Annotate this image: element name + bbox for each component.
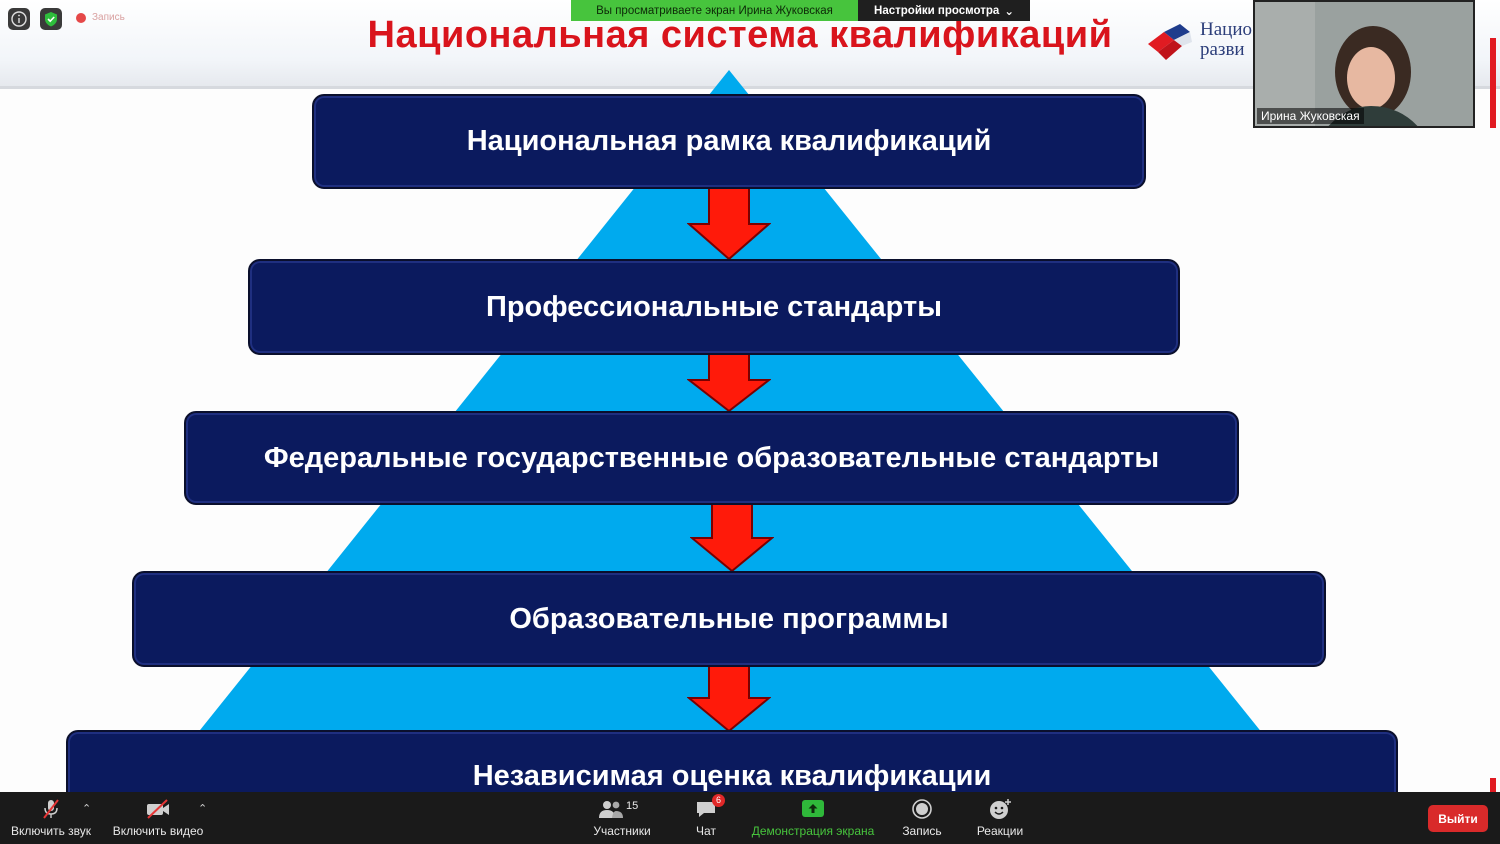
slide-title: Национальная система квалификаций xyxy=(367,14,1113,56)
share-screen-icon xyxy=(800,798,826,820)
share-screen-button[interactable]: Демонстрация экрана xyxy=(746,792,880,844)
slide-accent xyxy=(1490,38,1496,128)
arrow-down-icon xyxy=(687,188,771,260)
record-label: Запись xyxy=(902,824,942,838)
level-federal-standards: Федеральные государственные образователь… xyxy=(184,411,1239,505)
reactions-button[interactable]: Реакции xyxy=(970,792,1030,844)
slide-accent xyxy=(1490,778,1496,792)
share-banner-text: Вы просматриваете экран Ирина Жуковская xyxy=(571,0,858,21)
level-professional-standards: Профессиональные стандарты xyxy=(248,259,1180,355)
recording-indicator: Запись xyxy=(76,12,125,23)
level-educational-programs: Образовательные программы xyxy=(132,571,1326,667)
info-icon[interactable] xyxy=(8,8,30,30)
audio-options-caret-icon[interactable]: ⌃ xyxy=(82,803,92,815)
smiley-icon xyxy=(987,798,1013,820)
recording-label: Запись xyxy=(92,12,125,23)
participants-button[interactable]: 15 Участники xyxy=(584,792,660,844)
start-video-label: Включить видео xyxy=(112,824,204,838)
brand-name: Нацио разви xyxy=(1200,20,1260,60)
record-button[interactable]: Запись xyxy=(896,792,948,844)
chat-label: Чат xyxy=(696,824,716,838)
unmute-label: Включить звук xyxy=(10,824,92,838)
brand-logo-icon xyxy=(1148,24,1192,60)
chat-badge: 6 xyxy=(711,794,725,807)
participants-label: Участники xyxy=(593,824,651,838)
view-options-label: Настройки просмотра xyxy=(874,4,1000,17)
recording-dot-icon xyxy=(76,12,86,23)
reactions-label: Реакции xyxy=(976,824,1024,838)
microphone-muted-icon xyxy=(38,798,64,820)
leave-meeting-button[interactable]: Выйти xyxy=(1428,805,1488,832)
arrow-down-icon xyxy=(687,354,771,412)
record-icon xyxy=(909,798,935,820)
brand-name-line2: разви xyxy=(1200,39,1245,60)
video-options-caret-icon[interactable]: ⌃ xyxy=(198,803,208,815)
participant-video-tile[interactable]: Ирина Жуковская xyxy=(1253,0,1475,128)
shared-screen: Национальная система квалификаций Нацио … xyxy=(0,0,1500,792)
arrow-down-icon xyxy=(690,504,774,572)
share-screen-label: Демонстрация экрана xyxy=(751,824,875,838)
meeting-toolbar: Включить звук ⌃ Включить видео ⌃ 15 Учас… xyxy=(0,792,1500,844)
arrow-down-icon xyxy=(687,666,771,732)
participant-name: Ирина Жуковская xyxy=(1257,108,1364,124)
level-national-framework: Национальная рамка квалификаций xyxy=(312,94,1146,189)
share-banner: Вы просматриваете экран Ирина Жуковская … xyxy=(571,0,1030,21)
chat-icon: 6 xyxy=(693,794,725,820)
participants-count: 15 xyxy=(626,800,639,812)
level-independent-assessment: Независимая оценка квалификации xyxy=(66,730,1398,792)
shield-icon[interactable] xyxy=(40,8,62,30)
participants-icon: 15 xyxy=(598,798,646,820)
start-video-button[interactable]: Включить видео xyxy=(108,792,208,844)
unmute-button[interactable]: Включить звук xyxy=(6,792,96,844)
camera-off-icon xyxy=(145,798,171,820)
chat-button[interactable]: 6 Чат xyxy=(684,792,728,844)
brand-name-line1: Нацио xyxy=(1200,20,1252,40)
chevron-down-icon: ⌄ xyxy=(1004,5,1014,18)
view-options-button[interactable]: Настройки просмотра ⌄ xyxy=(858,0,1030,21)
